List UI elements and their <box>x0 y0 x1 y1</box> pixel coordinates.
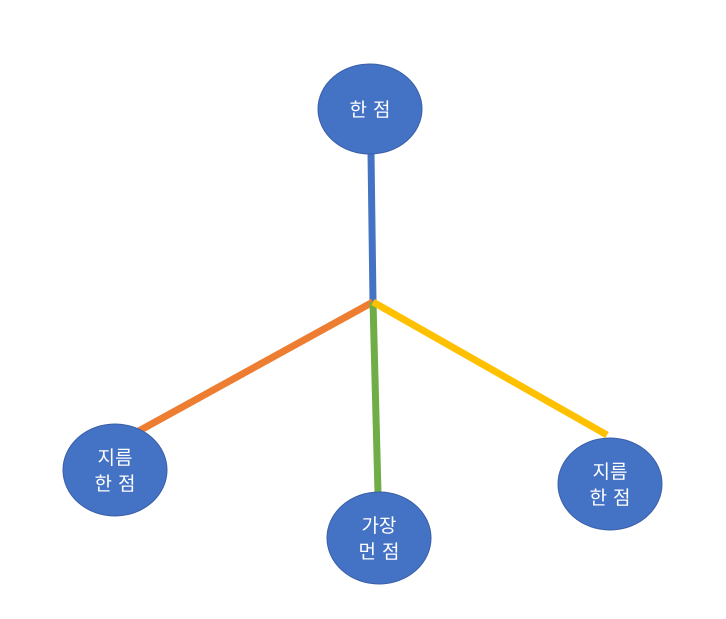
edge-to-bottom <box>369 301 382 494</box>
node-bottom-label-line1: 가장 <box>362 515 397 537</box>
edge-to-right <box>371 298 609 439</box>
node-left-label-line2: 한 점 <box>95 473 136 495</box>
edge-to-left <box>135 298 375 436</box>
node-right: 지름 한 점 <box>557 437 663 531</box>
node-left-label-line1: 지름 <box>98 447 133 469</box>
node-top-shape <box>317 63 423 155</box>
node-top: 한 점 <box>317 63 423 155</box>
node-bottom-label-line2: 먼 점 <box>359 541 400 563</box>
node-bottom: 가장 먼 점 <box>326 491 432 585</box>
node-left: 지름 한 점 <box>62 423 168 517</box>
node-right-label-line1: 지름 <box>593 461 628 483</box>
node-top-label: 한 점 <box>350 99 391 121</box>
edge-to-top <box>367 152 377 303</box>
node-left-shape <box>62 423 168 517</box>
node-right-label-line2: 한 점 <box>590 487 631 509</box>
node-right-shape <box>557 437 663 531</box>
node-bottom-shape <box>326 491 432 585</box>
